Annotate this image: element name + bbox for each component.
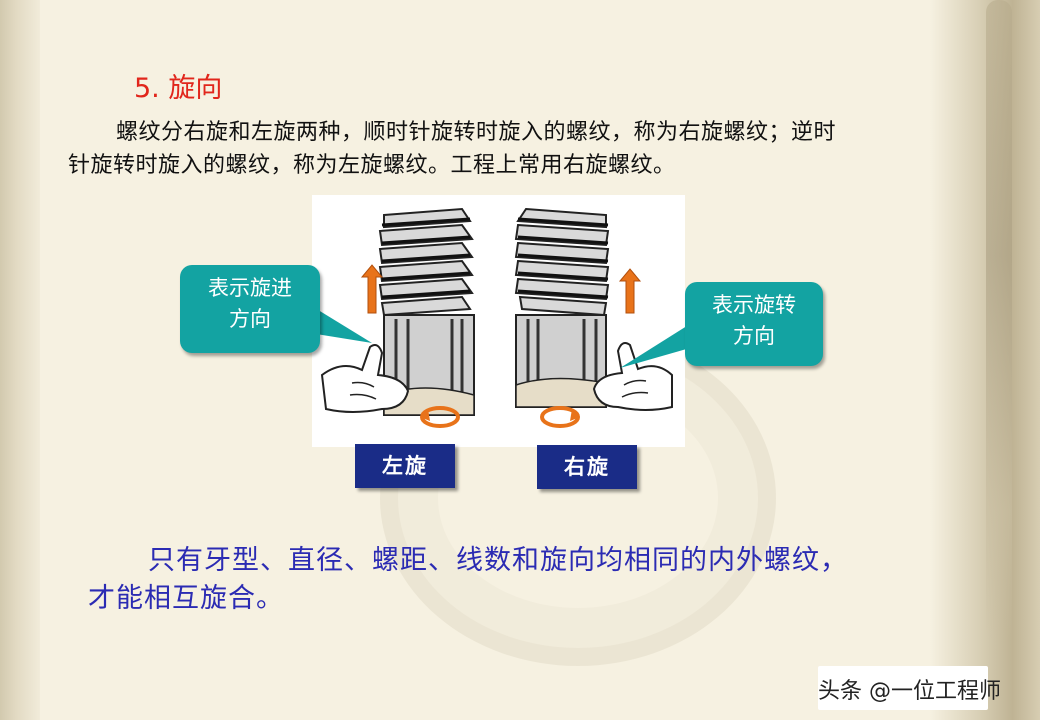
left-hand-screw — [320, 207, 475, 428]
paragraph-line-2: 针旋转时旋入的螺纹，称为左旋螺纹。工程上常用右旋螺纹。 — [68, 153, 676, 178]
thread-illustration — [312, 195, 685, 447]
background-brush-stroke — [986, 0, 1012, 640]
thread-direction-paragraph: 螺纹分右旋和左旋两种，顺时针旋转时旋入的螺纹，称为右旋螺纹；逆时 针旋转时旋入的… — [68, 116, 978, 182]
background-left-brush — [0, 0, 40, 720]
callout-right-line-1: 表示旋转 — [712, 293, 796, 317]
right-hand-label: 右旋 — [537, 445, 637, 489]
thread-illustration-svg — [320, 207, 673, 428]
watermark: 头条 @一位工程师 — [818, 666, 1001, 710]
paragraph-line-1: 螺纹分右旋和左旋两种，顺时针旋转时旋入的螺纹，称为右旋螺纹；逆时 — [116, 120, 837, 145]
mating-condition-statement: 只有牙型、直径、螺距、线数和旋向均相同的内外螺纹， 才能相互旋合。 — [88, 542, 968, 618]
callout-right-pointer — [620, 324, 690, 368]
callout-advance-direction: 表示旋进 方向 — [180, 265, 320, 353]
callout-right-line-2: 方向 — [733, 324, 775, 348]
watermark-text: 头条 @一位工程师 — [818, 679, 1001, 704]
right-hand-screw — [514, 207, 673, 428]
callout-rotation-direction: 表示旋转 方向 — [685, 282, 823, 366]
callout-left-line-1: 表示旋进 — [208, 276, 292, 300]
callout-left-line-2: 方向 — [229, 307, 271, 331]
statement-line-1: 只有牙型、直径、螺距、线数和旋向均相同的内外螺纹， — [148, 545, 848, 576]
callout-left-pointer — [310, 305, 372, 343]
left-hand-label: 左旋 — [355, 444, 455, 488]
slide-title: 5. 旋向 — [134, 73, 223, 104]
statement-line-2: 才能相互旋合。 — [88, 583, 284, 614]
background-right-brush — [930, 0, 1040, 720]
